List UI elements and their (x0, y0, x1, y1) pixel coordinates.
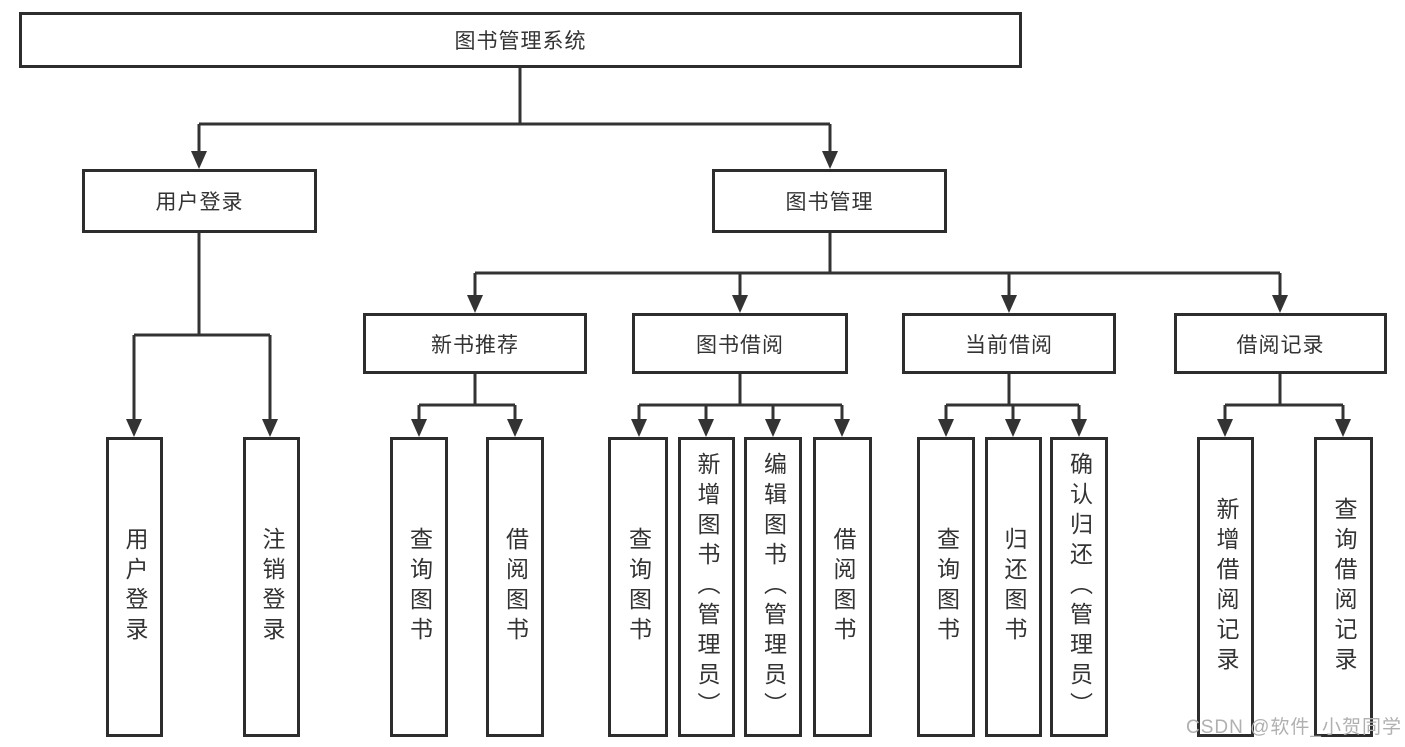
node-label: 用户登录 (122, 527, 148, 647)
node-label: 图书借阅 (696, 333, 784, 357)
node-label: 新增借阅记录 (1213, 497, 1239, 677)
node-label: 用户登录 (155, 191, 244, 214)
node-label: 查询图书 (406, 527, 433, 647)
node-label: 借阅图书 (502, 527, 529, 647)
node-label: 查询图书 (933, 527, 960, 647)
node-book-borrow: 图书借阅 (632, 313, 848, 374)
node-borrow-record: 借阅记录 (1174, 313, 1387, 374)
node-new-book-recommend: 新书推荐 (363, 313, 587, 374)
connector-root-to-level2 (197, 68, 832, 153)
csdn-watermark: CSDN @软件_小贺同学 (1186, 717, 1402, 738)
node-label: 借阅记录 (1236, 333, 1325, 357)
node-label: 新书推荐 (431, 333, 519, 357)
connector-userlogin-branch (132, 233, 272, 421)
connector-record-branch (1223, 374, 1345, 421)
node-library-system-root: 图书管理系统 (19, 12, 1022, 68)
leaf-confirm-return-admin: 确认归还（管理员） (1050, 437, 1108, 737)
leaf-query-books-current: 查询图书 (917, 437, 975, 737)
leaf-add-books-admin: 新增图书（管理员） (678, 437, 735, 737)
leaf-query-books-recommend: 查询图书 (390, 437, 448, 737)
leaf-query-books-borrow: 查询图书 (608, 437, 668, 737)
connector-borrow-branch (637, 374, 844, 421)
leaf-return-books: 归还图书 (985, 437, 1042, 737)
leaf-logout: 注销登录 (243, 437, 300, 737)
node-label: 借阅图书 (830, 527, 856, 647)
node-label: 查询图书 (625, 527, 652, 647)
node-user-login: 用户登录 (82, 169, 317, 233)
node-label: 查询借阅记录 (1331, 497, 1357, 677)
leaf-edit-books-admin: 编辑图书（管理员） (744, 437, 802, 737)
node-label: 确认归还（管理员） (1066, 452, 1093, 722)
connector-newbook-branch (417, 374, 517, 421)
node-label: 新增图书（管理员） (694, 452, 720, 722)
node-label: 编辑图书（管理员） (760, 452, 787, 722)
node-current-borrow: 当前借阅 (902, 313, 1116, 374)
node-label: 图书管理系统 (454, 30, 587, 53)
node-label: 注销登录 (259, 527, 285, 647)
node-book-management: 图书管理 (712, 169, 947, 233)
connector-current-branch (944, 374, 1081, 421)
leaf-borrow-books-recommend: 借阅图书 (486, 437, 544, 737)
leaf-query-borrow-record: 查询借阅记录 (1314, 437, 1373, 737)
node-label: 归还图书 (1001, 527, 1027, 647)
connector-bookmgmt-to-level3 (473, 233, 1282, 297)
node-label: 当前借阅 (965, 333, 1053, 357)
node-label: 图书管理 (785, 191, 874, 214)
leaf-borrow-books: 借阅图书 (813, 437, 872, 737)
leaf-add-borrow-record: 新增借阅记录 (1197, 437, 1254, 737)
leaf-user-login: 用户登录 (106, 437, 163, 737)
